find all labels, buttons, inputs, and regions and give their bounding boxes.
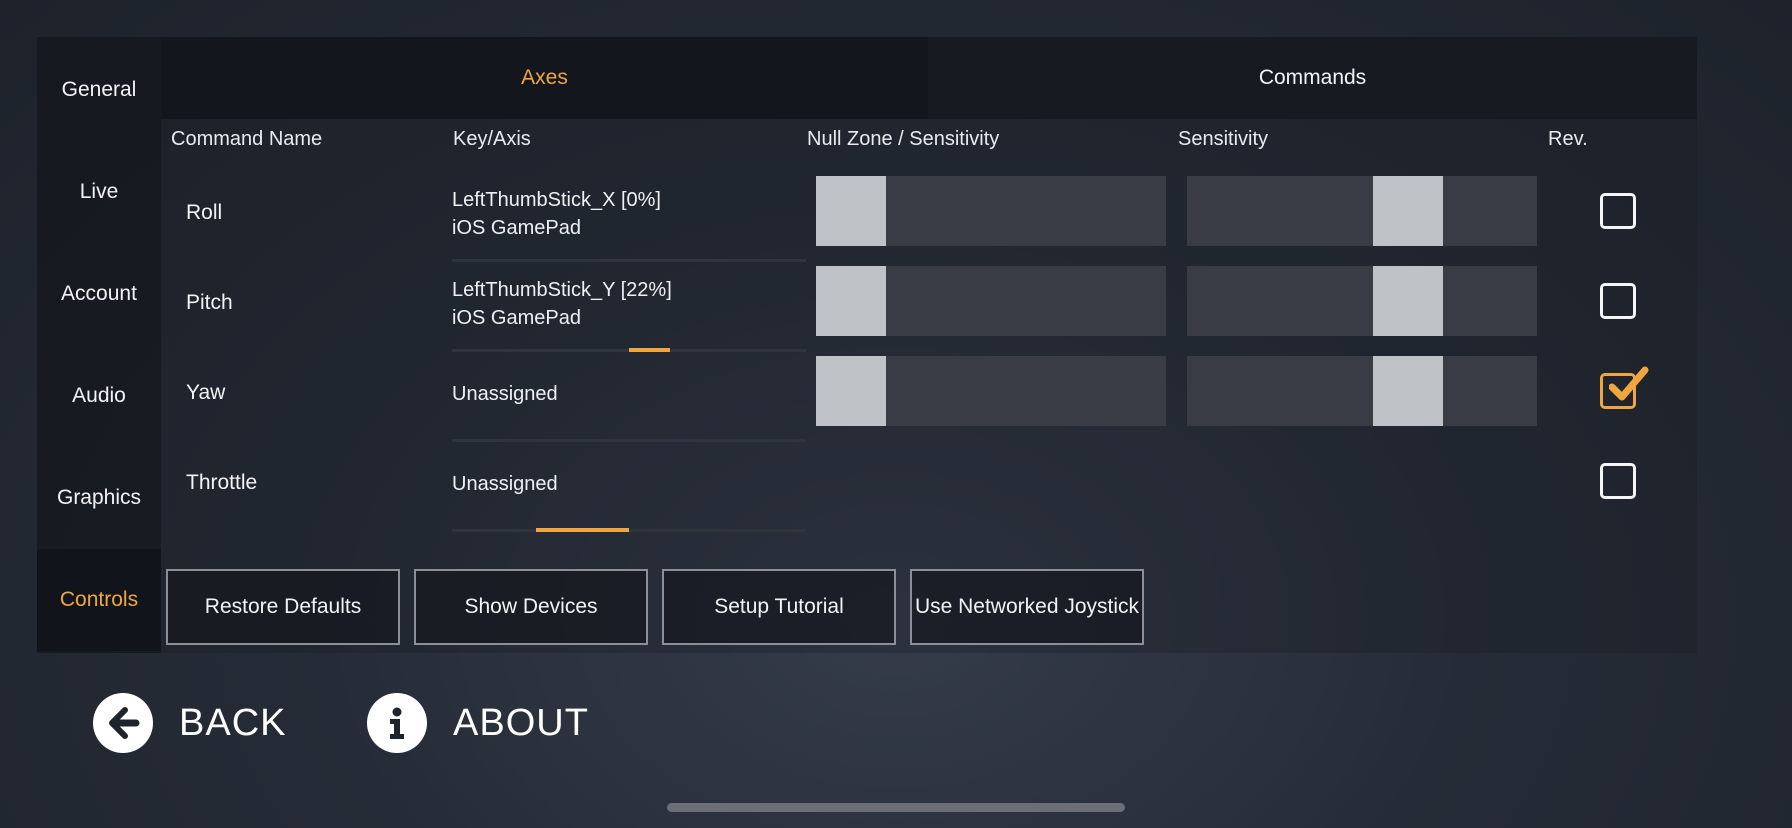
axis-input-indicator <box>536 528 629 532</box>
sidebar-item-label: Graphics <box>56 486 142 509</box>
tab-label: Commands <box>1258 66 1367 89</box>
command-name: Yaw <box>186 381 226 404</box>
info-icon <box>367 693 427 753</box>
sidebar-item-general[interactable]: General <box>37 39 161 141</box>
sidebar-item-audio[interactable]: Audio <box>37 345 161 447</box>
slider-thumb[interactable] <box>1373 176 1443 246</box>
checkmark-icon <box>1609 366 1649 401</box>
about-button[interactable]: ABOUT <box>367 693 589 753</box>
column-header-command-name: Command Name <box>171 128 323 150</box>
tab-commands[interactable]: Commands <box>928 37 1697 119</box>
setup-tutorial-button[interactable]: Setup Tutorial <box>662 569 896 645</box>
device-label: iOS GamePad <box>452 217 581 239</box>
restore-defaults-button[interactable]: Restore Defaults <box>166 569 400 645</box>
axis-input-meter <box>452 439 806 442</box>
column-header-null-zone: Null Zone / Sensitivity <box>807 128 1000 150</box>
reverse-checkbox[interactable] <box>1600 193 1636 229</box>
show-devices-button[interactable]: Show Devices <box>414 569 648 645</box>
key-axis-label: Unassigned <box>452 383 558 405</box>
sensitivity-slider[interactable] <box>1187 356 1537 426</box>
sidebar-item-label: Account <box>61 282 137 305</box>
slider-thumb[interactable] <box>1373 356 1443 426</box>
null-zone-slider[interactable] <box>816 266 1166 336</box>
key-axis-label: Unassigned <box>452 473 558 495</box>
settings-panel <box>37 37 1697 653</box>
key-axis-binding[interactable]: LeftThumbStick_Y [22%] iOS GamePad <box>452 276 672 332</box>
reverse-checkbox[interactable] <box>1600 366 1649 409</box>
sidebar-item-label: Audio <box>72 384 126 407</box>
column-header-reverse: Rev. <box>1548 128 1588 150</box>
sidebar-item-label: General <box>61 78 137 101</box>
null-zone-slider[interactable] <box>816 176 1166 246</box>
device-label: iOS GamePad <box>452 307 581 329</box>
column-header-sensitivity: Sensitivity <box>1178 128 1269 150</box>
axis-input-meter <box>452 259 806 262</box>
sidebar-item-account[interactable]: Account <box>37 243 161 345</box>
tab-label: Axes <box>521 66 568 89</box>
home-indicator[interactable] <box>667 803 1125 812</box>
key-axis-binding[interactable]: Unassigned <box>452 380 558 408</box>
sidebar-item-label: Controls <box>59 588 139 611</box>
column-header-key-axis: Key/Axis <box>453 128 531 150</box>
key-axis-label: LeftThumbStick_Y [22%] <box>452 279 672 301</box>
key-axis-label: LeftThumbStick_X [0%] <box>452 189 661 211</box>
axis-input-meter <box>452 529 806 532</box>
slider-thumb[interactable] <box>816 266 886 336</box>
sidebar-item-label: Live <box>79 180 119 203</box>
key-axis-binding[interactable]: Unassigned <box>452 470 558 498</box>
sensitivity-slider[interactable] <box>1187 266 1537 336</box>
reverse-checkbox[interactable] <box>1600 463 1636 499</box>
back-label: BACK <box>179 701 287 744</box>
reverse-checkbox[interactable] <box>1600 283 1636 319</box>
axis-input-indicator <box>629 348 670 352</box>
settings-sidebar <box>37 37 161 653</box>
null-zone-slider[interactable] <box>816 356 1166 426</box>
use-networked-joystick-button[interactable]: Use Networked Joystick <box>910 569 1144 645</box>
sidebar-item-graphics[interactable]: Graphics <box>37 447 161 549</box>
arrow-left-icon <box>93 693 153 753</box>
key-axis-binding[interactable]: LeftThumbStick_X [0%] iOS GamePad <box>452 186 661 242</box>
sidebar-item-controls[interactable]: Controls <box>37 549 161 651</box>
about-label: ABOUT <box>453 701 589 744</box>
command-name: Throttle <box>186 471 258 494</box>
sidebar-item-live[interactable]: Live <box>37 141 161 243</box>
command-name: Pitch <box>186 291 233 314</box>
sensitivity-slider[interactable] <box>1187 176 1537 246</box>
slider-thumb[interactable] <box>1373 266 1443 336</box>
slider-thumb[interactable] <box>816 176 886 246</box>
command-name: Roll <box>186 201 223 224</box>
tab-axes[interactable]: Axes <box>161 37 928 119</box>
slider-thumb[interactable] <box>816 356 886 426</box>
back-button[interactable]: BACK <box>93 693 286 753</box>
